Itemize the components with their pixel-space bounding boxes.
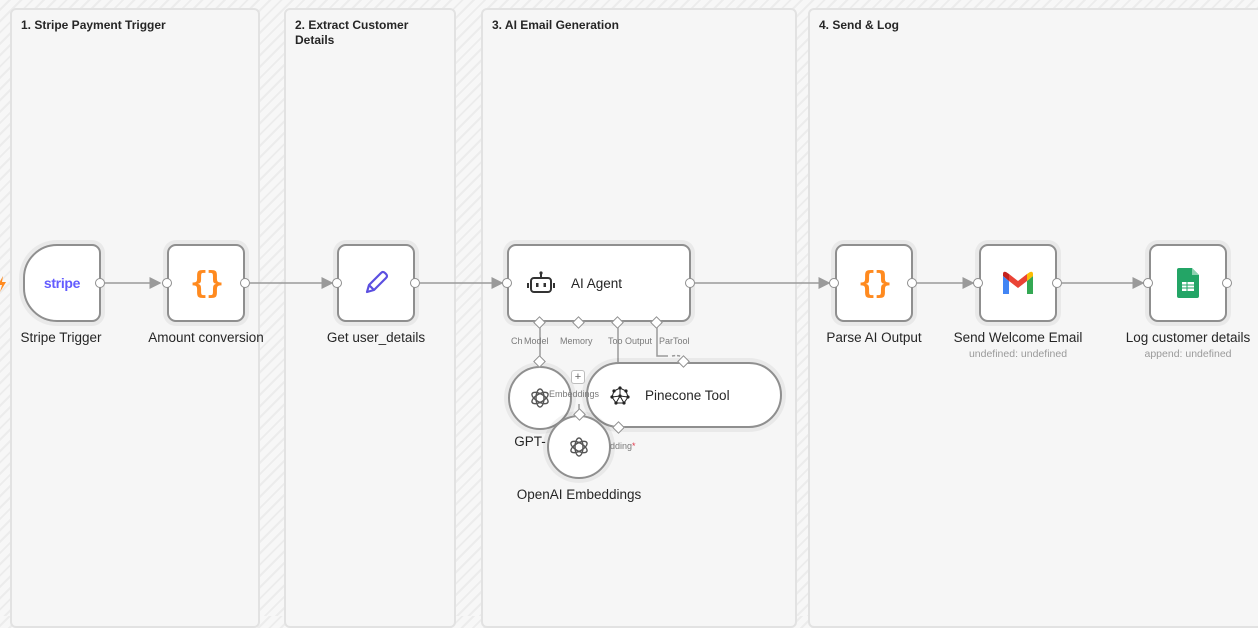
pencil-icon bbox=[365, 270, 389, 294]
output-port[interactable] bbox=[1052, 278, 1062, 288]
node-label: Amount conversion bbox=[148, 330, 264, 345]
google-sheets-icon bbox=[1177, 268, 1199, 298]
pinecone-icon bbox=[610, 386, 630, 405]
section-title: 3. AI Email Generation bbox=[492, 18, 619, 32]
port-label-embeddings: Embeddings bbox=[549, 389, 600, 399]
output-port[interactable] bbox=[907, 278, 917, 288]
node-label: OpenAI Embeddings bbox=[516, 487, 642, 502]
code-braces-icon: {} bbox=[857, 265, 892, 301]
port-label-model: Model bbox=[524, 336, 549, 346]
node-amount-conversion[interactable]: {} bbox=[167, 244, 245, 322]
output-port[interactable] bbox=[685, 278, 695, 288]
port-label-output: Output bbox=[625, 336, 653, 346]
node-label: Parse AI Output bbox=[826, 330, 922, 345]
node-label: GPT- bbox=[514, 434, 546, 449]
node-sublabel: append: undefined bbox=[1144, 348, 1232, 360]
input-port[interactable] bbox=[973, 278, 983, 288]
input-port[interactable] bbox=[1143, 278, 1153, 288]
code-braces-icon: {} bbox=[189, 265, 224, 301]
node-stripe-trigger[interactable]: stripe bbox=[23, 244, 101, 322]
node-get-user-details[interactable] bbox=[337, 244, 415, 322]
trigger-lightning-icon bbox=[0, 276, 6, 292]
node-send-welcome-email[interactable] bbox=[979, 244, 1057, 322]
output-port[interactable] bbox=[1222, 278, 1232, 288]
robot-icon bbox=[527, 271, 555, 293]
stripe-logo-icon: stripe bbox=[43, 275, 81, 291]
port-label-memory: Memory bbox=[560, 336, 593, 346]
node-openai-embeddings[interactable] bbox=[547, 415, 611, 479]
port-label-parser: Par bbox=[659, 336, 674, 346]
section-title: 2. Extract Customer Details bbox=[295, 18, 409, 47]
node-label: Get user_details bbox=[326, 330, 426, 345]
node-ai-agent[interactable]: AI Agent bbox=[507, 244, 691, 322]
node-label: Log customer details bbox=[1125, 330, 1251, 345]
input-port[interactable] bbox=[332, 278, 342, 288]
add-subnode-button[interactable]: + bbox=[571, 370, 585, 384]
output-port[interactable] bbox=[95, 278, 105, 288]
node-label: Pinecone Tool bbox=[645, 388, 730, 403]
node-parse-ai-output[interactable]: {} bbox=[835, 244, 913, 322]
node-label: Stripe Trigger bbox=[20, 330, 102, 345]
section-title: 4. Send & Log bbox=[819, 18, 900, 32]
output-port[interactable] bbox=[410, 278, 420, 288]
input-port[interactable] bbox=[502, 278, 512, 288]
output-port[interactable] bbox=[240, 278, 250, 288]
section-title: 1. Stripe Payment Trigger bbox=[21, 18, 166, 32]
input-port[interactable] bbox=[162, 278, 172, 288]
node-sublabel: undefined: undefined bbox=[968, 348, 1068, 360]
gmail-icon bbox=[1003, 271, 1033, 294]
input-port[interactable] bbox=[829, 278, 839, 288]
port-label-tool: Too bbox=[608, 336, 623, 346]
node-log-customer-details[interactable] bbox=[1149, 244, 1227, 322]
port-label-tool: Tool bbox=[673, 336, 690, 346]
port-label-embedding: dding* bbox=[610, 441, 636, 451]
node-pinecone-tool[interactable]: Pinecone Tool bbox=[586, 362, 782, 428]
port-label-chat: Ch bbox=[511, 336, 523, 346]
openai-icon bbox=[531, 388, 549, 408]
openai-icon bbox=[570, 437, 588, 457]
section-extract-customer-details[interactable]: 2. Extract Customer Details bbox=[284, 8, 456, 628]
node-label: AI Agent bbox=[571, 275, 623, 291]
node-label: Send Welcome Email bbox=[953, 330, 1083, 345]
